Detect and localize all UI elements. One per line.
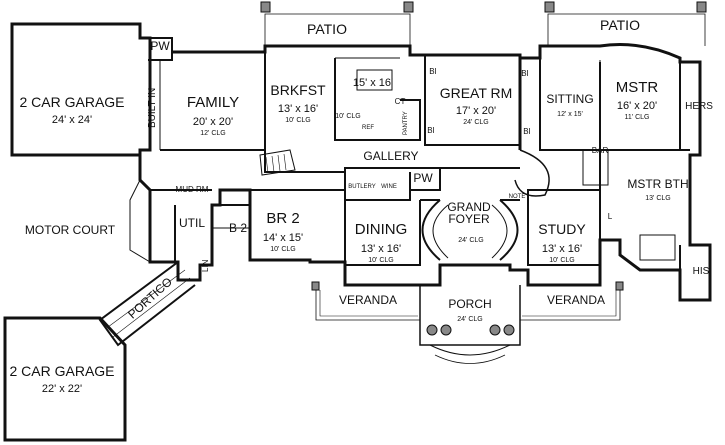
dining-name: DINING [354, 221, 408, 238]
family-clg: 12' CLG [200, 130, 226, 137]
study-size: 13' x 16' [541, 243, 583, 255]
study-clg: 10' CLG [549, 257, 575, 264]
veranda-right-rail [520, 285, 621, 321]
veranda-left-rail [315, 285, 420, 321]
mstr-bth-clg: 13' CLG [645, 195, 671, 202]
br2-size: 14' x 15' [262, 232, 304, 244]
patio-left-outline [264, 13, 411, 46]
bi-label-3: BI [521, 69, 529, 78]
veranda-right-label: VERANDA [546, 293, 606, 307]
garage-top-name: 2 CAR GARAGE [19, 94, 125, 110]
bar-label: BAR [591, 146, 609, 155]
pw-mid-label: PW [413, 171, 433, 185]
study-name: STUDY [538, 221, 586, 237]
mstr-size: 16' x 20' [616, 100, 658, 112]
l-label: L [607, 212, 613, 221]
grand-foyer-clg: 24' CLG [458, 237, 484, 244]
patio-left-label: PATIO [307, 21, 347, 37]
br2-clg: 10' CLG [270, 246, 296, 253]
bi-label-2: BI [427, 126, 435, 135]
b2-label: B 2 [228, 221, 248, 235]
gallery-label: GALLERY [363, 149, 419, 163]
kitchen-clg: 10' CLG [335, 113, 361, 120]
br2-name: BR 2 [266, 210, 300, 227]
util-label: UTIL [178, 216, 206, 230]
wine-label: WINE [381, 184, 397, 190]
ct-label: CT [394, 97, 406, 106]
patio-right-label: PATIO [600, 17, 640, 33]
motor-court-label: MOTOR COURT [24, 223, 116, 237]
foyer-stair-left [421, 199, 441, 261]
mstr-bth-name: MSTR BTH [627, 177, 689, 191]
family-name: FAMILY [186, 94, 240, 111]
ref-label: REF [362, 125, 374, 131]
garage-top-size: 24' x 24' [51, 114, 93, 126]
great-rm-clg: 24' CLG [463, 119, 489, 126]
dining-size: 13' x 16' [360, 243, 402, 255]
mstr-name: MSTR [615, 79, 659, 96]
brkfst-size: 13' x 16' [277, 103, 319, 115]
garage-top-outline [10, 22, 152, 157]
built-in-label: BUILT IN [147, 87, 158, 128]
brkfst-clg: 10' CLG [285, 117, 311, 124]
brkfst-name: BRKFST [270, 82, 326, 98]
family-size: 20' x 20' [192, 116, 234, 128]
great-rm-name: GREAT RM [439, 85, 513, 101]
porch-name: PORCH [448, 297, 492, 311]
garage-bottom-size: 22' x 22' [41, 383, 83, 395]
portico-outline [98, 261, 196, 347]
garage-bottom-name: 2 CAR GARAGE [9, 363, 115, 379]
sitting-name: SITTING [546, 92, 594, 106]
mstr-clg: 11' CLG [624, 114, 650, 121]
bi-label-1: BI [429, 67, 437, 76]
porch-clg: 24' CLG [457, 316, 483, 323]
veranda-left-label: VERANDA [338, 293, 398, 307]
pw-top-label: PW [150, 39, 170, 53]
garage-bottom-outline [3, 316, 127, 442]
sitting-size: 12' x 15' [557, 111, 583, 118]
dining-clg: 10' CLG [368, 257, 394, 264]
bi-label-4: BI [523, 127, 531, 136]
kitchen-size: 15' x 16' [352, 77, 394, 89]
grand-foyer-name: GRAND FOYER [447, 200, 491, 226]
hers-label: HERS [685, 101, 713, 112]
his-label: HIS [692, 266, 710, 277]
pantry-label: PANTRY [403, 111, 409, 135]
patio-right-outline [547, 13, 706, 46]
lin-label: LIN [201, 259, 210, 272]
great-rm-size: 17' x 20' [455, 105, 497, 117]
porch-outline [419, 285, 521, 346]
foyer-stair-right [499, 199, 519, 261]
butlery-label: BUTLERY [348, 184, 376, 190]
note-label: NOTE [508, 194, 526, 200]
mud-rm-label: MUD RM [175, 185, 209, 194]
